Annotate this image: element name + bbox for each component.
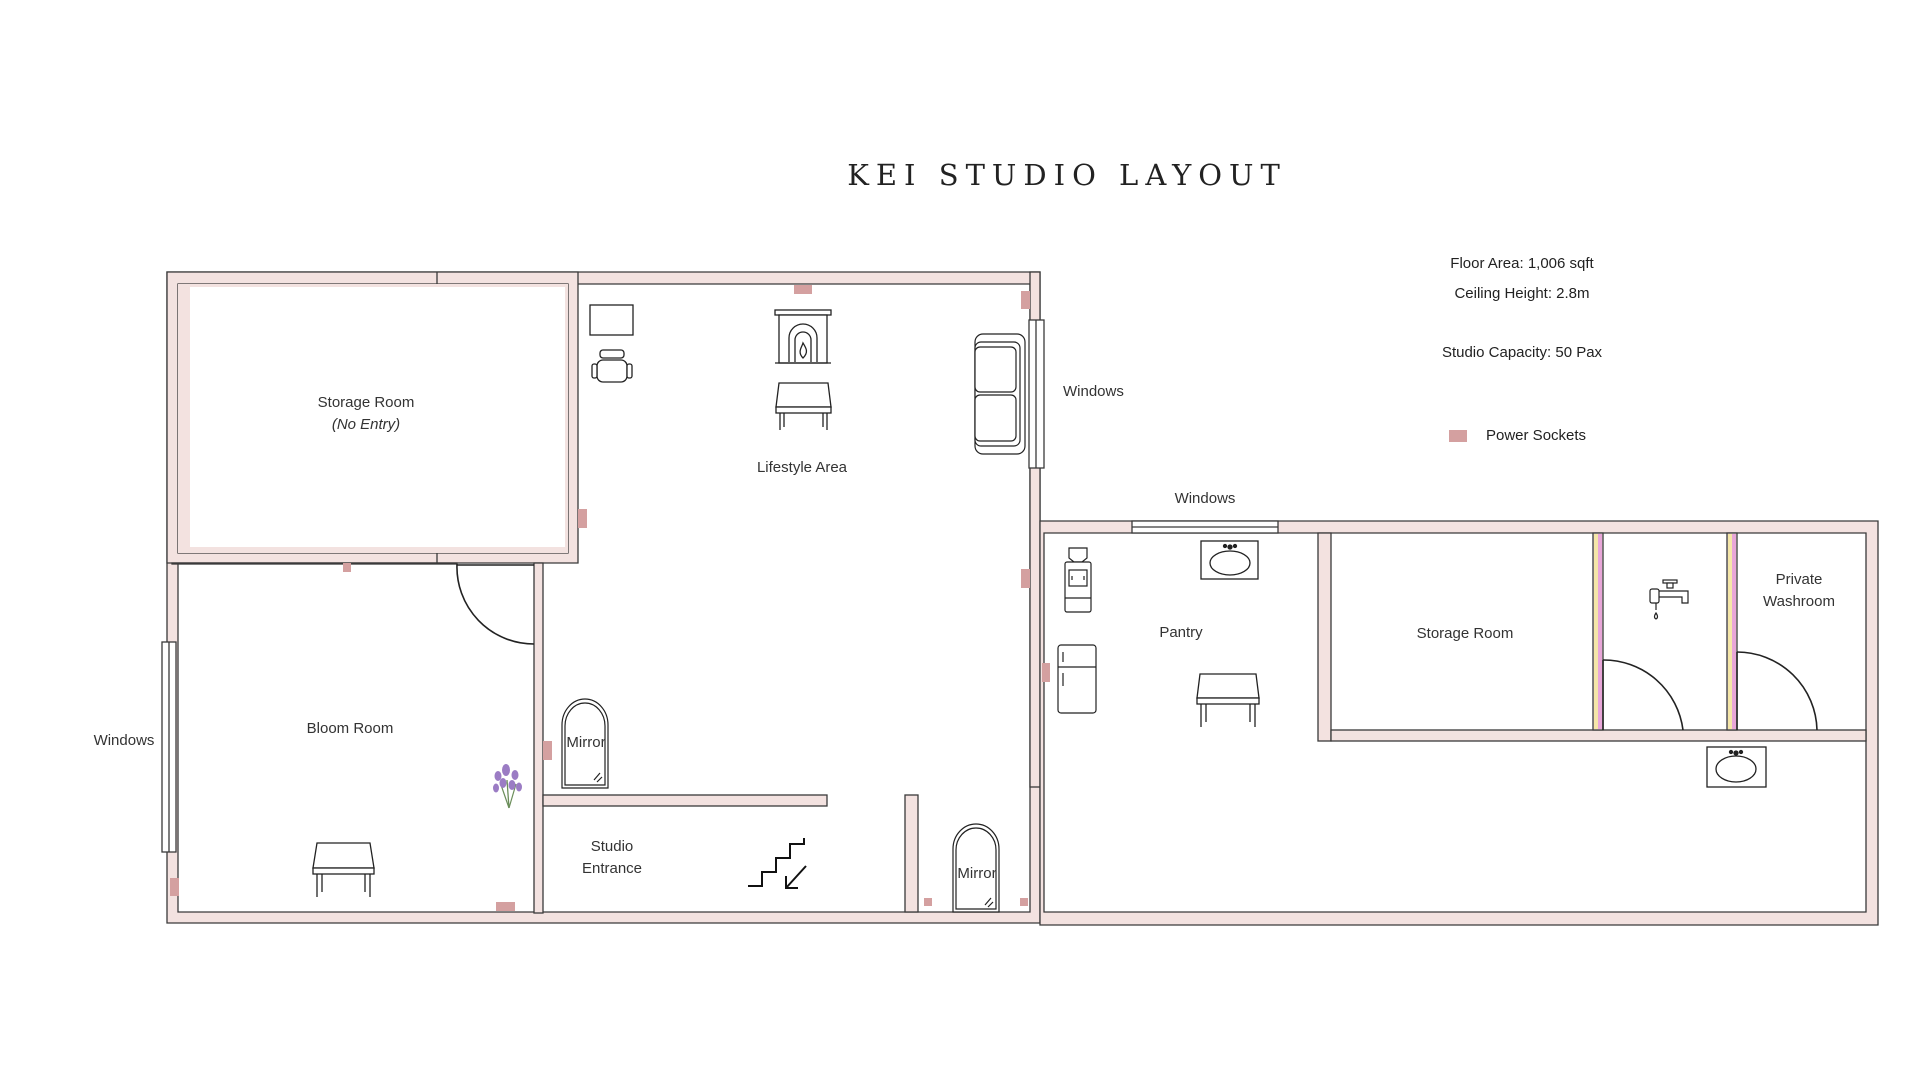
wall-entrance-top: [542, 794, 828, 807]
windows: [161, 319, 1279, 853]
table-icon: [775, 382, 832, 430]
wall-storage-bottom: [1330, 729, 1867, 742]
wall-entrance-right: [904, 794, 919, 913]
table-icon: [1196, 673, 1260, 727]
room-label-washroom-1: Private: [1776, 571, 1823, 588]
capacity-text: Studio Capacity: 50 Pax: [1442, 344, 1603, 361]
socket: [543, 741, 552, 760]
legend-power-sockets-label: Power Sockets: [1486, 427, 1586, 444]
sofa-icon: [974, 333, 1026, 455]
door-storage-right: [1602, 659, 1684, 731]
windows-pantry-label: Windows: [1175, 490, 1236, 507]
divider-accents: [1594, 534, 1736, 729]
mirror-icon: [561, 698, 609, 789]
stairs-icon: [748, 838, 807, 889]
door-washroom: [1736, 651, 1818, 731]
room-note-no-entry: (No Entry): [332, 416, 400, 433]
socket: [794, 285, 812, 294]
ceiling-height-text: Ceiling Height: 2.8m: [1454, 285, 1589, 302]
chair-icon: [591, 349, 633, 383]
page-title: KEI STUDIO LAYOUT: [847, 158, 1287, 192]
water-dispenser-icon: [1064, 547, 1092, 613]
lavender-icon: [493, 764, 522, 809]
power-sockets: [170, 285, 1050, 911]
doors: [456, 563, 1818, 731]
socket: [924, 898, 932, 906]
fridge-icon: [1057, 644, 1097, 714]
table-icon: [312, 842, 375, 897]
socket: [1020, 898, 1028, 906]
legend-socket-swatch: [1449, 430, 1467, 442]
fireplace-icon: [774, 309, 832, 364]
socket: [1021, 291, 1030, 309]
wall-pantry-right: [1317, 532, 1332, 742]
sink-icon: [1706, 746, 1767, 788]
room-label-storage-top: Storage Room: [318, 394, 415, 411]
socket: [578, 509, 587, 528]
floor-area-text: Floor Area: 1,006 sqft: [1450, 255, 1594, 272]
room-label-entrance-2: Entrance: [582, 860, 642, 877]
wall-bloom-right: [533, 562, 544, 914]
socket: [170, 878, 179, 896]
socket: [496, 902, 515, 911]
windows-lifestyle-label: Windows: [1063, 383, 1124, 400]
windows-left-label: Windows: [94, 732, 155, 749]
room-label-washroom-2: Washroom: [1763, 593, 1835, 610]
door-bloom: [456, 563, 535, 645]
faucet-icon: [1649, 579, 1689, 620]
mirror-1-label: Mirror: [566, 734, 605, 751]
mirror-icon: [952, 823, 1000, 913]
room-label-entrance-1: Studio: [591, 838, 634, 855]
wall-right-building: [1039, 520, 1879, 926]
room-label-bloom: Bloom Room: [307, 720, 394, 737]
socket: [1021, 569, 1030, 588]
sink-icon: [1200, 540, 1259, 580]
room-label-storage-right: Storage Room: [1417, 625, 1514, 642]
room-label-pantry: Pantry: [1159, 624, 1203, 641]
room-label-lifestyle: Lifestyle Area: [757, 459, 848, 476]
desk-icon: [589, 304, 634, 336]
socket: [1042, 663, 1050, 682]
socket: [343, 563, 351, 572]
wall-bloom-top: [171, 562, 458, 565]
mirror-2-label: Mirror: [957, 865, 996, 882]
